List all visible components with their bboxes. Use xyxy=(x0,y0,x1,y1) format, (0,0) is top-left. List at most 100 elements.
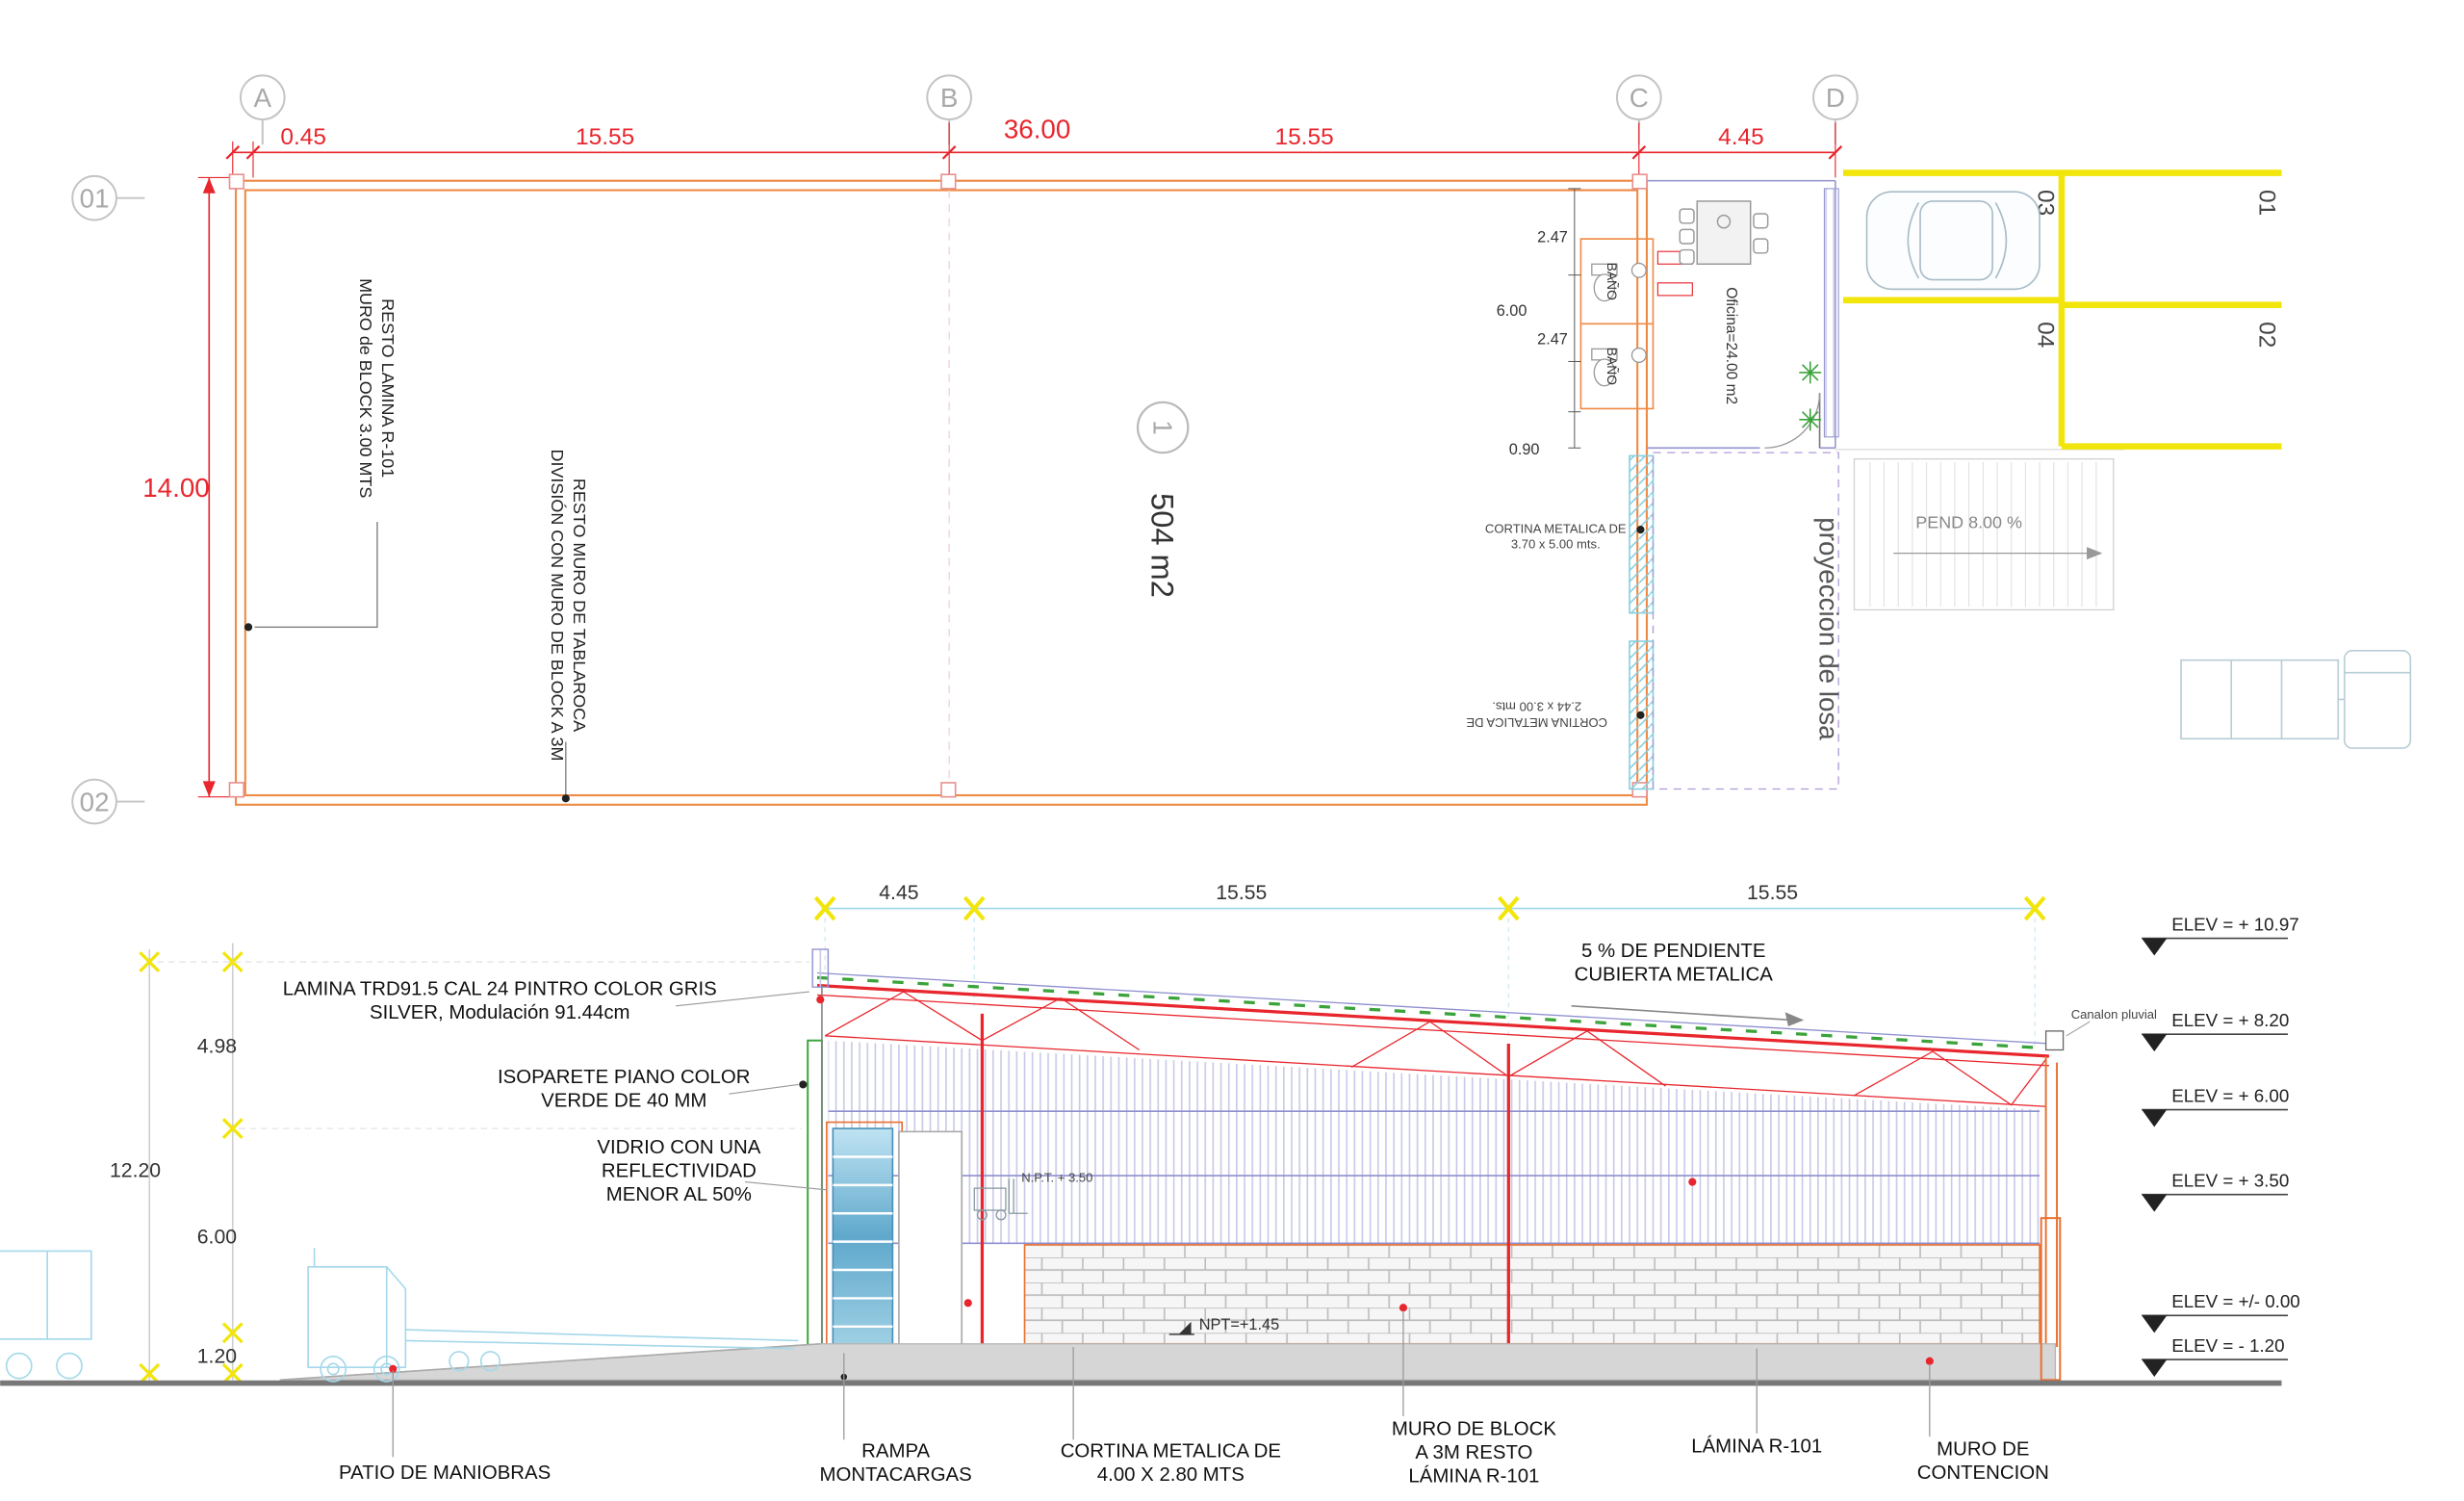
elev-label: ELEV = + 10.97 xyxy=(2171,914,2299,934)
npt-350-label: N.P.T. + 3.50 xyxy=(1021,1171,1092,1185)
plan-bathrooms xyxy=(1579,238,1655,410)
office-dim-lines xyxy=(1568,188,1581,449)
block-wall xyxy=(1023,1244,2040,1345)
plant-icon xyxy=(1799,361,1822,384)
elevation-marker-m120: ELEV = - 1.20 xyxy=(2142,1335,2289,1378)
pendiente-note-line1: 5 % DE PENDIENTE xyxy=(1581,941,1766,962)
contention-wall xyxy=(2040,1217,2062,1382)
section-dim-12-20: 12.20 xyxy=(110,1160,161,1182)
section-dim-4-98: 4.98 xyxy=(197,1036,237,1058)
grid-col-d: D xyxy=(1826,83,1845,113)
cortina2-note-line2: 2.44 x 3.00 mts. xyxy=(1492,700,1581,714)
elev-label: ELEV = + 6.00 xyxy=(2171,1085,2289,1105)
label-patio-maniobras: PATIO DE MANIOBRAS xyxy=(339,1462,551,1484)
canalon-label: Canalon pluvial xyxy=(2071,1007,2157,1022)
section-left-dim-lines xyxy=(148,943,234,1381)
section-left-dim-marks xyxy=(139,951,244,1385)
dim-0-45: 0.45 xyxy=(280,124,326,150)
slope-arrow-line xyxy=(1571,1004,1792,1022)
cortina2-note: CORTINA METALICA DE 2.44 x 3.00 mts. xyxy=(1466,700,1607,730)
bathroom-label-2: BAÑO xyxy=(1604,348,1620,385)
slab-projection-label: proyeccion de losa xyxy=(1814,517,1844,740)
vidrio-note-line3: MENOR AL 50% xyxy=(606,1184,752,1205)
label-muro-block-line2: A 3M RESTO xyxy=(1415,1442,1532,1463)
elevation-marker-600: ELEV = + 6.00 xyxy=(2142,1085,2289,1127)
label-cortina-line2: 4.00 X 2.80 MTS xyxy=(1097,1464,1245,1486)
dim-arrow-bottom xyxy=(202,781,216,797)
vidrio-note-leader xyxy=(744,1181,827,1191)
steel-frame xyxy=(824,991,2047,1344)
elev-label: ELEV = + 3.50 xyxy=(2171,1171,2289,1191)
lamina-note-line2: SILVER, Modulación 91.44cm xyxy=(370,1002,630,1023)
cortina1-note-line2: 3.70 x 5.00 mts. xyxy=(1511,537,1601,552)
truck-with-trailer xyxy=(307,1248,799,1383)
plan-grid-bubbles xyxy=(71,74,1859,825)
elevation-marker-820: ELEV = + 8.20 xyxy=(2142,1010,2289,1052)
isopanel-wall xyxy=(807,1039,823,1347)
section-dim-15-55-a: 15.55 xyxy=(1216,882,1267,904)
office-furniture xyxy=(1679,200,1769,265)
vidrio-note-line1: VIDRIO CON UNA xyxy=(597,1137,760,1158)
label-rampa-line1: RAMPA xyxy=(861,1440,930,1462)
space-tag-bubble xyxy=(1136,401,1190,454)
lamina-note-line1: LAMINA TRD91.5 CAL 24 PINTRO COLOR GRIS xyxy=(283,978,717,999)
parking-stall-lines xyxy=(1843,169,2282,450)
elev-label: ELEV = + 8.20 xyxy=(2171,1010,2289,1030)
canalon-leader xyxy=(2066,1021,2091,1037)
floor-plan: A B C D 01 02 0.45 15.55 36.00 15.55 4.4… xyxy=(71,74,2412,825)
elev-label: ELEV = - 1.20 xyxy=(2171,1335,2284,1356)
canalon-symbol xyxy=(2044,1030,2065,1051)
forklift-icon xyxy=(973,1178,1028,1221)
cortina2-note-line1: CORTINA METALICA DE xyxy=(1466,715,1607,730)
label-muro-block-line3: LÁMINA R-101 xyxy=(1408,1464,1539,1487)
right-wall xyxy=(2044,1056,2059,1348)
slab-projection-outline xyxy=(1652,452,1839,790)
roof-lines xyxy=(816,971,2049,1067)
grid-col-b: B xyxy=(940,83,959,113)
grid-col-c: C xyxy=(1630,83,1649,113)
plan-columns xyxy=(228,173,1648,798)
section-dim-marks xyxy=(813,895,2046,921)
dim-15-55-a: 15.55 xyxy=(576,124,634,150)
building-section: 4.45 15.55 15.55 4.98 12.20 6.00 1.20 xyxy=(0,882,2300,1487)
section-dim-1-20: 1.20 xyxy=(197,1345,237,1367)
isopanel-note-dot xyxy=(799,1080,808,1089)
pendiente-note-line2: CUBIERTA METALICA xyxy=(1575,965,1774,986)
grid-row-02: 02 xyxy=(80,787,110,816)
division-note-dot xyxy=(561,794,570,803)
office-door-swing xyxy=(1764,393,1821,449)
elevation-marker-350: ELEV = + 3.50 xyxy=(2142,1171,2289,1212)
parking-stall-01: 01 xyxy=(2254,190,2280,216)
dim-14-00: 14.00 xyxy=(142,473,209,503)
label-muro-block-line1: MURO DE BLOCK xyxy=(1392,1418,1556,1439)
isopanel-note-line1: ISOPARETE PIANO COLOR xyxy=(498,1067,751,1088)
label-contencion-line2: CONTENCION xyxy=(1917,1462,2049,1484)
grid-row-01: 01 xyxy=(80,183,110,213)
callout-leaders xyxy=(392,1310,1931,1458)
plan-note-muro-line1: MURO de BLOCK 3.00 MTS xyxy=(356,278,375,498)
grid-col-a: A xyxy=(254,83,272,113)
girt-lines xyxy=(828,1110,2040,1245)
plan-ramp xyxy=(1835,449,2125,611)
section-dim-15-55-b: 15.55 xyxy=(1747,882,1798,904)
cortina1-note-line1: CORTINA METALICA DE xyxy=(1485,521,1627,535)
section-left-dim-guides xyxy=(157,961,809,1129)
ramp-slope-label: PEND 8.00 % xyxy=(1915,513,2022,532)
lamina-note-leader xyxy=(676,991,809,1007)
plan-note-division-line1: DIVISIÓN CON MURO DE BLOCK A 3M xyxy=(548,450,568,762)
plan-note-division-line2: RESTO MURO DE TABLAROCA xyxy=(570,479,589,732)
plan-note-muro-line2: RESTO LAMINA R-101 xyxy=(378,298,398,478)
dim-36-00: 36.00 xyxy=(1004,115,1070,144)
cortina2-dot xyxy=(1636,711,1645,719)
plan-dim-top xyxy=(225,122,1843,178)
plant-icon xyxy=(1799,408,1822,431)
dim-arrow-top xyxy=(202,177,216,194)
dim-2-47-a: 2.47 xyxy=(1537,228,1568,246)
parking-stall-04: 04 xyxy=(2032,322,2058,348)
muro-note-dot xyxy=(244,623,253,632)
npt-145-label: NPT=+1.45 xyxy=(1199,1316,1279,1333)
office-label: Oficina=24.00 m2 xyxy=(1723,287,1739,404)
marker-dots xyxy=(389,996,1934,1373)
isopanel-note-line2: VERDE DE 40 MM xyxy=(541,1090,706,1111)
